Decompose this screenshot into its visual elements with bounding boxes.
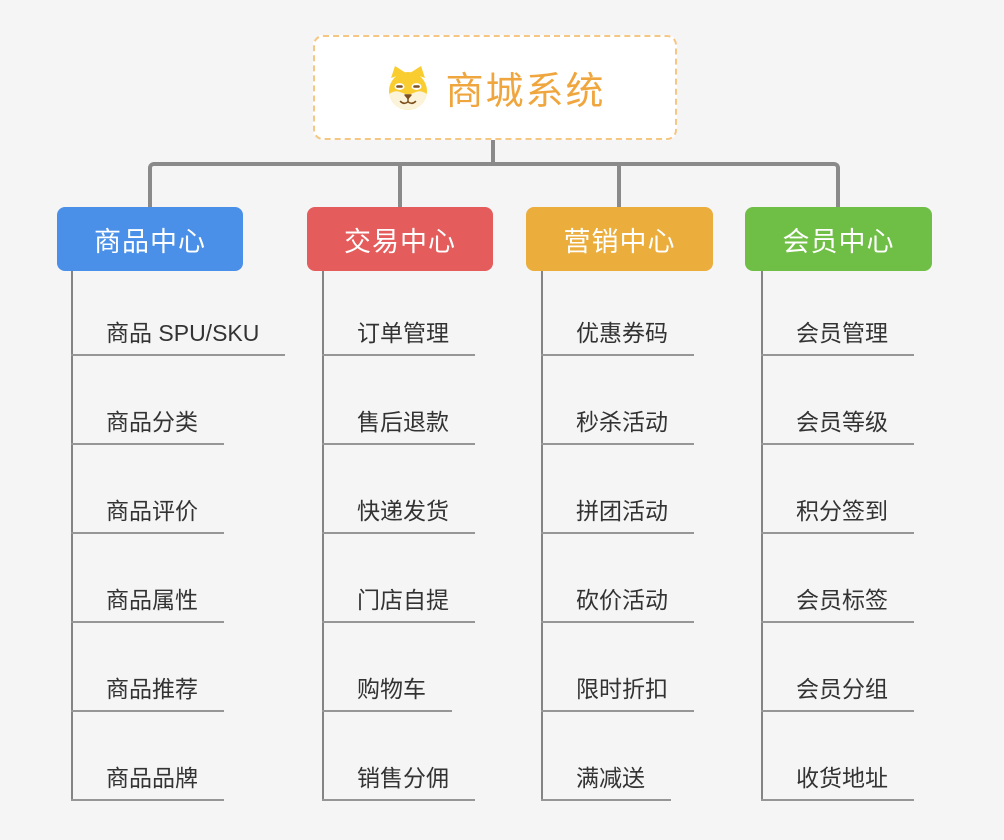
branch-node-marketing-center[interactable]: 营销中心 <box>526 207 713 271</box>
child-node[interactable]: 订单管理 <box>322 318 475 356</box>
child-node[interactable]: 积分签到 <box>761 496 914 534</box>
child-node[interactable]: 砍价活动 <box>541 585 694 623</box>
child-node[interactable]: 会员管理 <box>761 318 914 356</box>
connector-trunk-member <box>761 271 763 801</box>
child-node[interactable]: 商品分类 <box>71 407 224 445</box>
child-node[interactable]: 销售分佣 <box>322 763 475 801</box>
child-node[interactable]: 秒杀活动 <box>541 407 694 445</box>
root-node[interactable]: 商城系统 <box>313 35 677 140</box>
branch-label: 商品中心 <box>94 226 206 257</box>
child-node[interactable]: 快递发货 <box>322 496 475 534</box>
root-title: 商城系统 <box>445 71 606 113</box>
branch-node-trade-center[interactable]: 交易中心 <box>307 207 493 271</box>
child-node[interactable]: 会员等级 <box>761 407 914 445</box>
child-node[interactable]: 限时折扣 <box>541 674 694 712</box>
child-node[interactable]: 商品品牌 <box>71 763 224 801</box>
child-node[interactable]: 优惠券码 <box>541 318 694 356</box>
child-node[interactable]: 售后退款 <box>322 407 475 445</box>
child-node[interactable]: 购物车 <box>322 674 452 712</box>
branch-label: 会员中心 <box>782 226 895 257</box>
connector-drop-marketing <box>617 166 621 207</box>
child-node[interactable]: 商品推荐 <box>71 674 224 712</box>
child-node[interactable]: 商品 SPU/SKU <box>71 318 286 356</box>
child-node[interactable]: 会员分组 <box>761 674 914 712</box>
connector-drop-trade <box>398 166 402 207</box>
branch-label: 营销中心 <box>563 226 676 257</box>
child-node[interactable]: 门店自提 <box>322 585 475 623</box>
child-node[interactable]: 满减送 <box>541 763 671 801</box>
shiba-dog-icon <box>384 65 432 111</box>
connector-trunk-trade <box>322 271 324 801</box>
connector-root-drop <box>491 139 495 165</box>
connector-trunk-product <box>71 271 73 801</box>
branch-node-member-center[interactable]: 会员中心 <box>745 207 932 271</box>
child-node[interactable]: 收货地址 <box>761 763 914 801</box>
branch-node-product-center[interactable]: 商品中心 <box>57 207 243 271</box>
connector-bus <box>148 162 840 207</box>
child-node[interactable]: 商品属性 <box>71 585 224 623</box>
child-node[interactable]: 拼团活动 <box>541 496 694 534</box>
connector-trunk-marketing <box>541 271 543 801</box>
branch-label: 交易中心 <box>344 226 456 257</box>
child-node[interactable]: 商品评价 <box>71 496 224 534</box>
child-node[interactable]: 会员标签 <box>761 585 914 623</box>
